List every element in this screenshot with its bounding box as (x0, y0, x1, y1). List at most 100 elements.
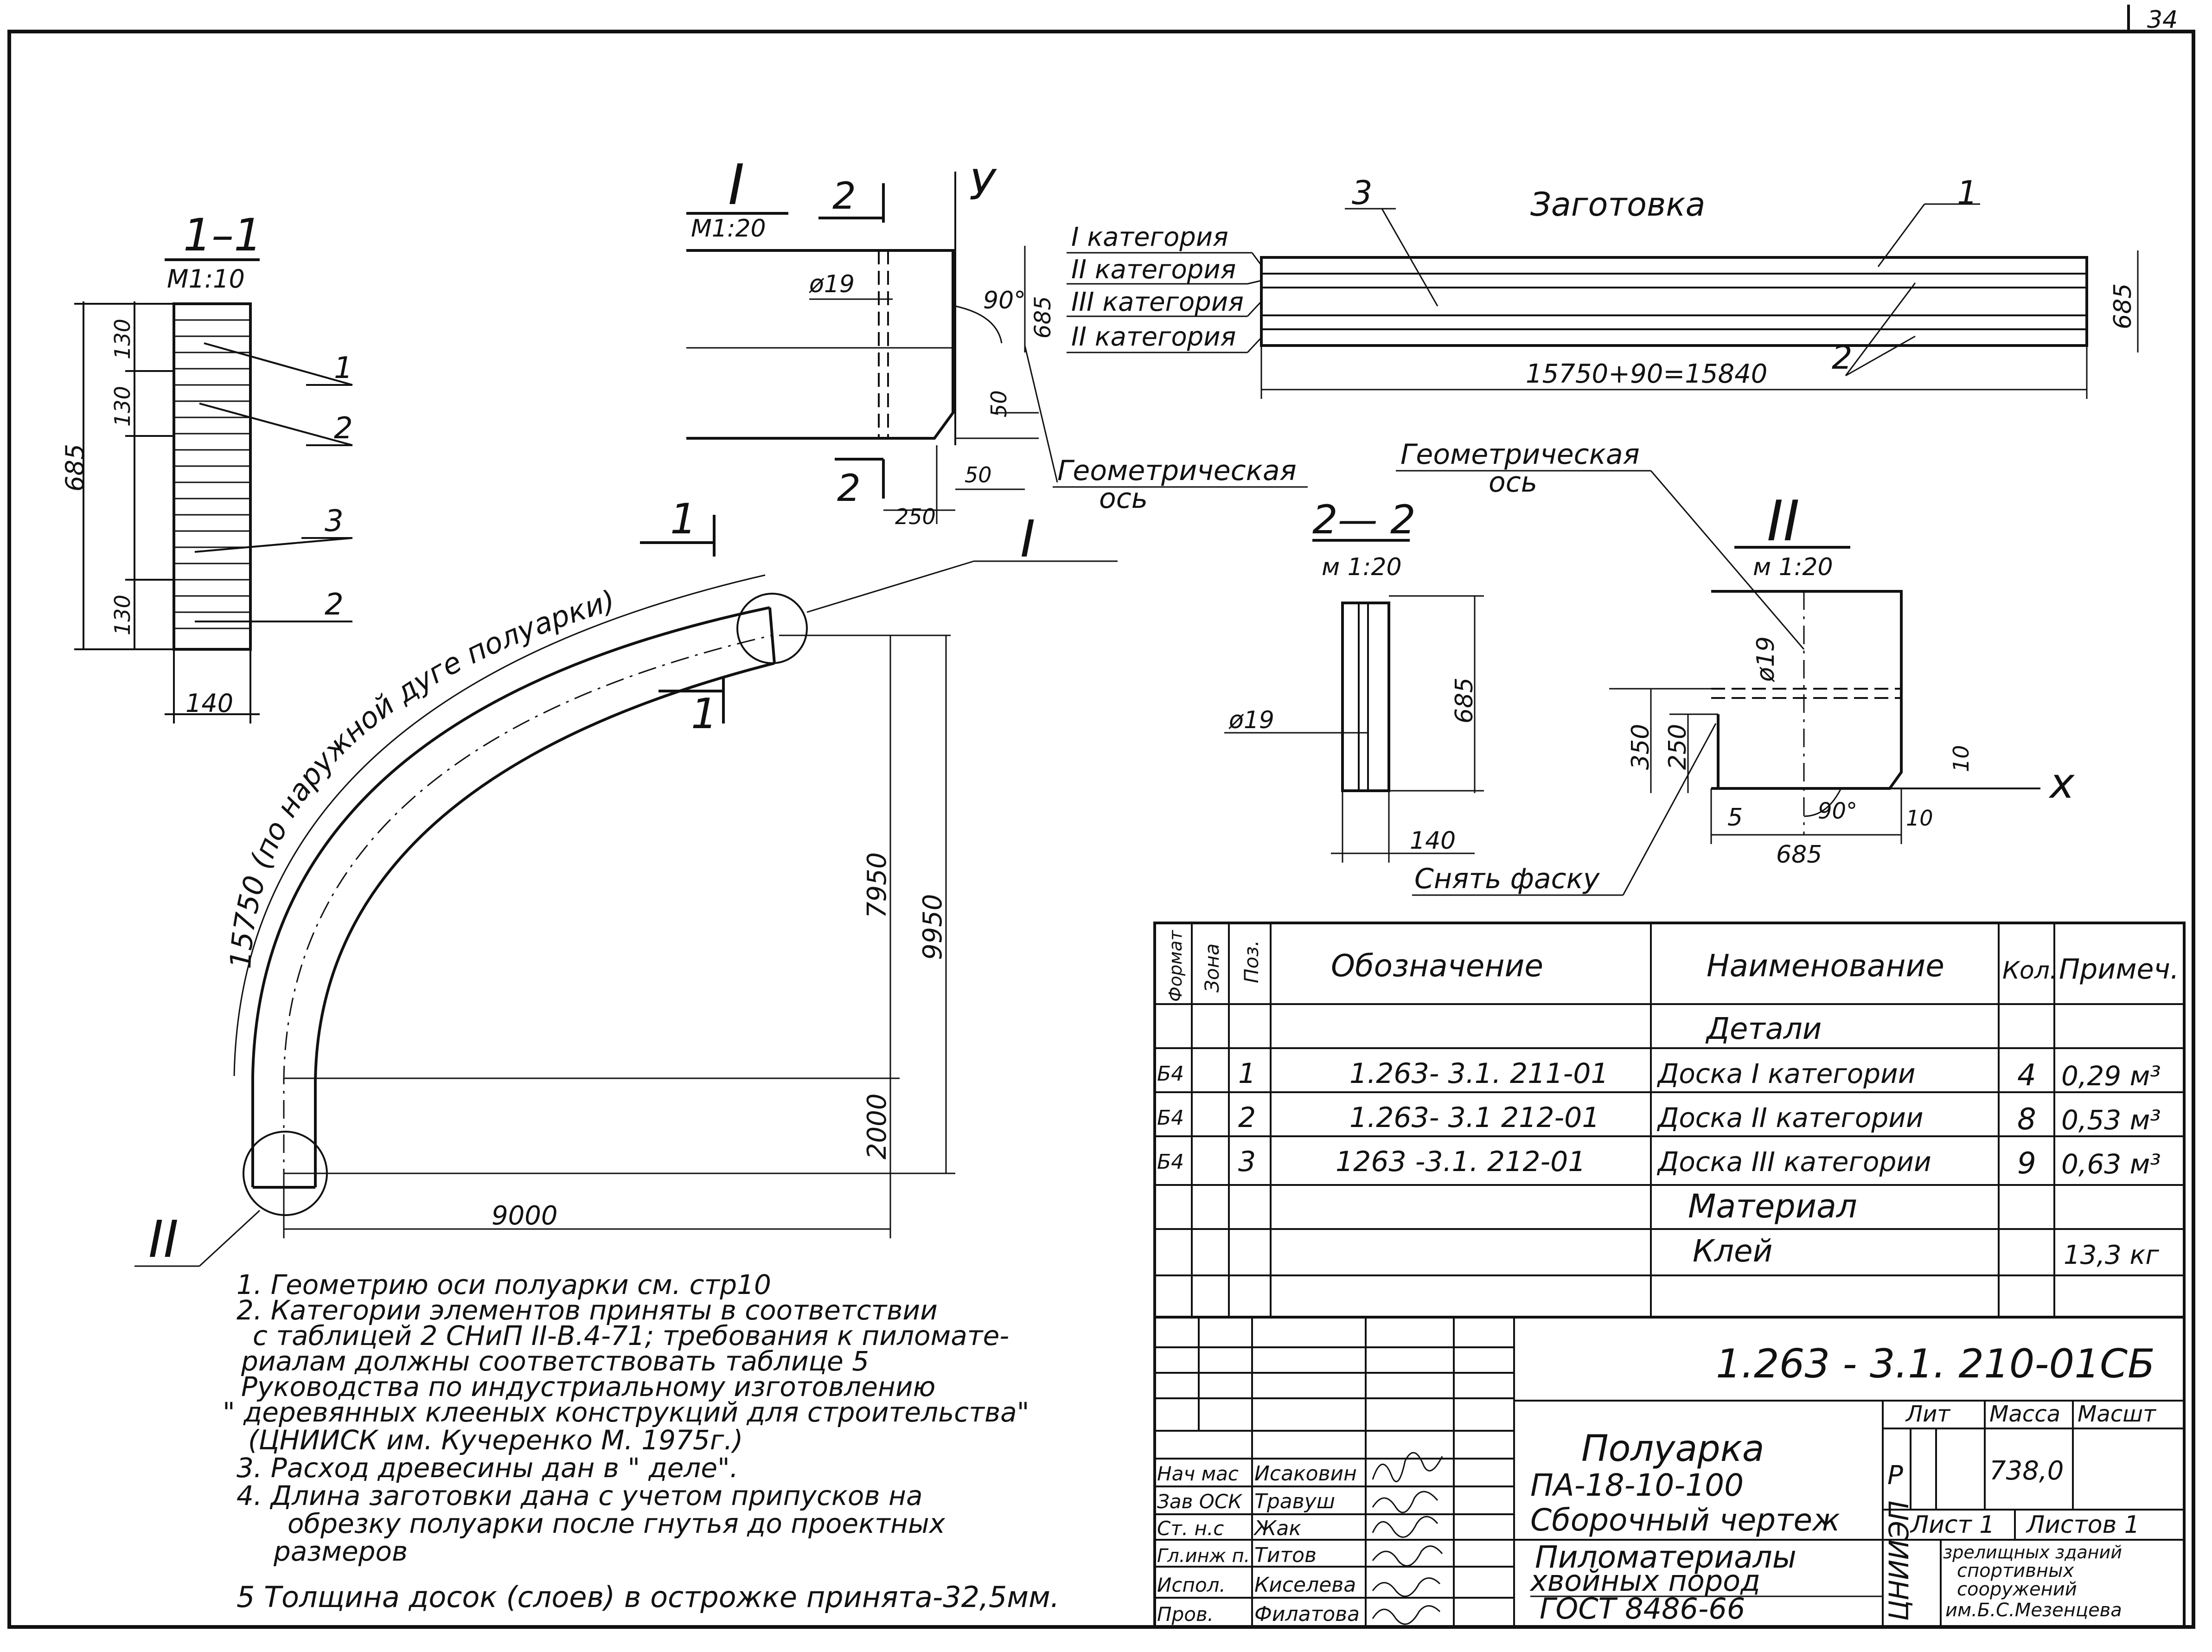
note-line-6: " деревянных клееных конструкций для стр… (223, 1396, 1029, 1428)
node-I-callout-leader (806, 560, 974, 613)
node-I-dim-lines (883, 412, 1039, 524)
blank-height: 685 (2109, 283, 2137, 329)
signature-role-2: Зав ОСК (1157, 1490, 1243, 1513)
node-I-cut-label-top: 2 (832, 174, 856, 218)
title-block: 1.263 - 3.1. 210-01СБ Полуарка ПА-18-10-… (1153, 1316, 2186, 1628)
spec-row-1-designation: 1.263- 3.1. 211-01 (1349, 1057, 1609, 1090)
section-1-1-pos-2a: 2 (334, 411, 353, 446)
signature-name-6: Филатова (1254, 1602, 1360, 1626)
section-2-2-body (1341, 602, 1390, 792)
spec-header-qty: Кол. (2002, 957, 2058, 985)
spec-header-name: Наименование (1707, 948, 1944, 984)
note-line-9: 4. Длина заготовки дана с учетом припуск… (237, 1480, 922, 1511)
stamp-org-line-1: зрелищных зданий (1943, 1542, 2122, 1562)
spec-row-3-designation: 1263 -3.1. 212-01 (1336, 1146, 1586, 1178)
spec-row-2-pos: 2 (1238, 1101, 1256, 1134)
general-notes: 1. Геометрию оси полуарки см. стр10 2. К… (223, 1269, 1060, 1614)
signature-role-6: Пров. (1157, 1603, 1214, 1626)
spec-section-material: Материал (1688, 1187, 1857, 1225)
spec-row-3-format: Б4 (1157, 1150, 1184, 1174)
signature-name-4: Титов (1254, 1543, 1317, 1567)
stamp-org-line-4: им.Б.С.Мезенцева (1945, 1600, 2122, 1621)
stamp-title-line-1: Полуарка (1581, 1428, 1764, 1470)
page-number: 34 (2147, 6, 2178, 34)
note-line-10: обрезку полуарки после гнутья до проектн… (288, 1508, 946, 1539)
section-1-1-height: 685 (60, 444, 90, 492)
section-2-2-chamfer-leader (1622, 723, 1717, 896)
node-II-dim-350: 350 (1627, 724, 1655, 770)
geometric-axis-label-1-line1: Геометрическая (1057, 455, 1297, 487)
spec-header-format: Формат (1165, 929, 1186, 1002)
spec-row-1-name: Доска I категории (1656, 1058, 1915, 1089)
signature-name-5: Киселева (1254, 1573, 1356, 1597)
stamp-sheet: Лист 1 (1910, 1511, 1995, 1539)
node-II-callout-leader (198, 1210, 261, 1267)
arch-inner-edge (314, 662, 775, 1187)
signature-role-3: Ст. н.с (1157, 1517, 1224, 1540)
signature-name-1: Исаковин (1254, 1462, 1357, 1486)
stamp-title-line-2: ПА-18-10-100 (1530, 1467, 1744, 1503)
node-II-outline (1711, 590, 1903, 790)
node-I-angle: 90° (983, 287, 1026, 314)
section-1-1-dim-130-top: 130 (110, 319, 135, 359)
stamp-lit-value: Р (1887, 1460, 1903, 1491)
node-I-cut-marks (818, 183, 885, 499)
arc-length-dim-line (233, 574, 766, 1076)
node-II-callout-label: II (148, 1210, 179, 1269)
spec-row-1-pos: 1 (1238, 1057, 1256, 1090)
note-line-2: 2. Категории элементов приняты в соответ… (237, 1294, 938, 1326)
stamp-sheets: Листов 1 (2026, 1511, 2140, 1539)
section-2-2: 2— 2 м 1:20 685 ø19 140 Снять фаску (1224, 497, 1717, 896)
section-2-2-title: 2— 2 (1312, 497, 1416, 543)
dim-9950: 9950 (918, 894, 948, 960)
specification-table: Формат Зона Поз. Обозначение Наименовани… (1153, 922, 2186, 1319)
section-1-1-pos-1: 1 (334, 351, 353, 385)
node-II-angle: 90° (1818, 798, 1857, 824)
section-cut-label-bottom: 1 (691, 690, 717, 738)
node-I-scale: М1:20 (691, 215, 766, 243)
spec-row-2-qty: 8 (2017, 1102, 2036, 1137)
spec-row-2-format: Б4 (1157, 1106, 1184, 1130)
arch-dimension-lines (283, 634, 955, 1238)
node-II: II м 1:20 x ø19 350 250 5 90° 10 10 685 (1609, 489, 2075, 869)
blank-category-3: III категория (1071, 287, 1244, 317)
spec-header-zone: Зона (1201, 943, 1223, 992)
section-cut-label-top: 1 (670, 495, 697, 544)
section-1-1-layers (174, 319, 250, 629)
node-II-x-axis-label: x (2048, 759, 2075, 808)
dim-9000: 9000 (492, 1201, 558, 1231)
node-I-callout-circle (736, 593, 808, 664)
node-I-callout-label: I (1020, 509, 1035, 569)
section-2-2-height: 685 (1451, 678, 1478, 724)
signature-role-1: Нач мас (1157, 1462, 1239, 1485)
note-line-3: с таблицей 2 СНиП II-В.4-71; требования … (253, 1320, 1009, 1351)
section-1-1-width: 140 (185, 689, 233, 718)
note-line-7: (ЦНИИСК им. Кучеренко М. 1975г.) (248, 1424, 743, 1456)
blank-category-4: II категория (1071, 322, 1236, 352)
node-II-diameter: ø19 (1752, 636, 1780, 682)
blank-category-2: II категория (1071, 255, 1236, 285)
spec-row-3-qty: 9 (2017, 1146, 2036, 1181)
node-I-cut-label-bottom: 2 (837, 467, 861, 510)
blank-title: Заготовка (1530, 186, 1705, 224)
stamp-document-code: 1.263 - 3.1. 210-01СБ (1716, 1341, 2155, 1387)
title-block-frame (1153, 1316, 2186, 1628)
node-I-title: I (728, 153, 744, 218)
section-1-1-pos-3: 3 (325, 504, 344, 538)
signature-name-3: Жак (1253, 1517, 1301, 1540)
note-line-12: 5 Толщина досок (слоев) в острожке приня… (237, 1580, 1060, 1614)
blank-pos-3: 3 (1352, 174, 1373, 212)
geometric-axis-label-1: Геометрическая ось (1024, 345, 1308, 515)
geometric-axis-label-2: Геометрическая ось (1396, 438, 1805, 650)
stamp-header-scale: Масшт (2078, 1401, 2157, 1427)
note-line-11: размеров (273, 1536, 408, 1567)
arch-top-end (768, 607, 776, 664)
node-I-dim-250: 250 (895, 504, 936, 529)
title-block-grid (1155, 1317, 2184, 1627)
note-line-5: Руководства по индустриальному изготовле… (241, 1371, 935, 1402)
section-2-2-diameter: ø19 (1228, 706, 1274, 734)
blank-body (1260, 256, 2088, 347)
geometric-axis-label-1-line2: ось (1099, 482, 1148, 515)
arch-axis (283, 634, 773, 1187)
dim-2000: 2000 (862, 1093, 892, 1159)
